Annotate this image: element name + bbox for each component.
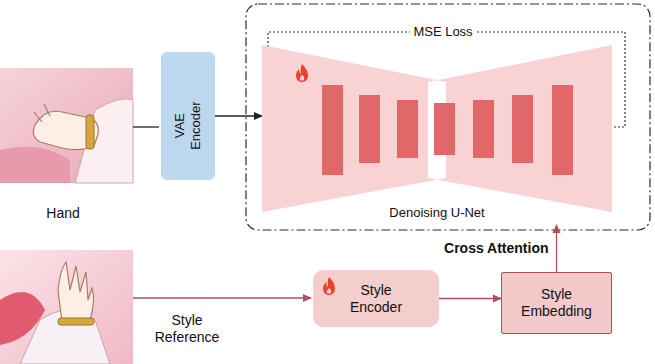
style-wire (133, 297, 311, 298)
edge-label: Cross Attention (444, 240, 548, 257)
node-label: Style Embedding (509, 286, 604, 320)
encoder-box: VAE Encoder (161, 52, 215, 180)
node-label: Denoising U-Net (389, 205, 484, 221)
trainable-region (246, 4, 650, 230)
arrow-connector (215, 115, 262, 116)
encoder-box: Style Encoder (313, 270, 439, 327)
trainable-icon (321, 276, 337, 296)
hand-image (0, 68, 133, 183)
image-caption: Style Reference (150, 312, 225, 346)
input-wire (133, 126, 159, 127)
style-reference-image (0, 250, 133, 364)
arrow-connector (439, 298, 501, 299)
unet-block: Denoising U-Net (262, 45, 612, 225)
embedding-box: Style Embedding (501, 272, 612, 334)
loss-label: MSE Loss (410, 24, 475, 40)
unet-shape (262, 45, 612, 212)
node-label: VAE Encoder (172, 90, 203, 162)
image-caption: Hand (46, 205, 79, 222)
trainable-icon (294, 63, 310, 83)
node-label: Style Encoder (336, 282, 416, 316)
arrow-connector (556, 225, 557, 272)
